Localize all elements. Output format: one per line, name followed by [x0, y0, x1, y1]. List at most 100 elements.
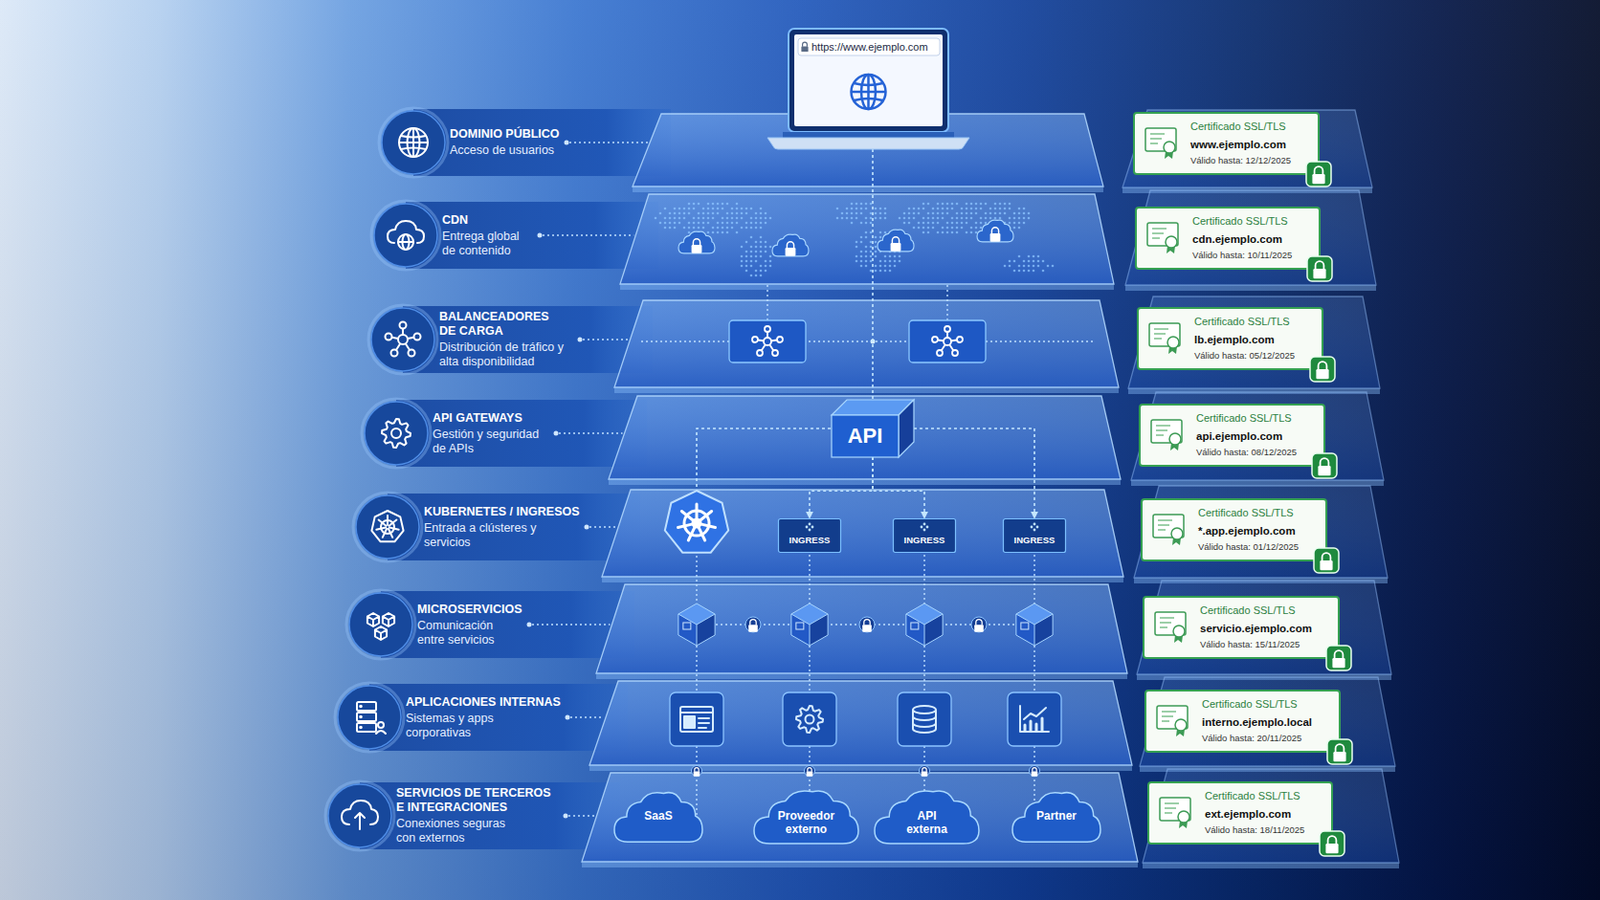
lock-icon [806, 768, 814, 778]
world-map-dots [764, 222, 768, 225]
world-map-dots [755, 250, 758, 254]
world-map-dots [668, 217, 672, 221]
world-map-dots [678, 222, 682, 225]
world-map-dots [850, 207, 854, 211]
certificate-card-shape [1313, 548, 1339, 574]
world-map-dots [692, 217, 696, 221]
label-ribbon [380, 591, 635, 659]
world-map-dots [1018, 217, 1022, 221]
service-line [1033, 645, 1035, 693]
world-map-dots [927, 202, 931, 206]
layer-label-shape [385, 322, 422, 357]
certificate-card-shape [1155, 612, 1186, 644]
layer-label-shape [334, 683, 404, 753]
world-map-dots [664, 226, 667, 230]
world-map-dots [879, 265, 883, 268]
world-map-dots [1018, 226, 1022, 230]
leader-dot [564, 140, 570, 146]
world-map-dots [755, 245, 758, 249]
world-map-dots [716, 222, 720, 225]
world-map-dots [711, 226, 715, 230]
world-map-dots [745, 226, 749, 230]
world-map-dots [1018, 255, 1022, 259]
world-map-dots [1008, 207, 1012, 211]
world-map-dots [759, 236, 763, 240]
layer-label-shape [391, 428, 401, 439]
lock-icon [990, 227, 1001, 243]
world-map-dots [955, 202, 959, 206]
kubernetes-helm [665, 490, 729, 554]
world-map-dots [1042, 260, 1045, 264]
world-map-dots [965, 217, 969, 221]
world-map-dots [860, 222, 864, 225]
world-map-dots [927, 226, 931, 230]
world-map-dots [941, 202, 945, 206]
lock-icon [921, 771, 929, 777]
external-cloud: API externa [874, 786, 979, 846]
lock-icon [1318, 361, 1328, 370]
world-map-dots [740, 255, 744, 259]
world-map-dots [740, 212, 744, 216]
world-map-dots [865, 231, 868, 235]
world-map-dots [740, 245, 744, 249]
cdn-node [772, 234, 809, 257]
world-map-dots [1022, 222, 1026, 225]
layer-platform [581, 773, 1138, 863]
world-map-dots [865, 265, 868, 268]
layer-label-shape [381, 419, 411, 448]
microservice-cube [683, 622, 691, 630]
load-balancer-box [944, 326, 951, 333]
world-map-dots [659, 212, 663, 216]
world-map-dots [965, 222, 969, 225]
world-map-dots [922, 226, 926, 230]
leader-line [542, 234, 634, 236]
lock-icon [1312, 261, 1326, 279]
connector [809, 457, 873, 519]
kubernetes-helm [665, 490, 729, 554]
world-map-dots [888, 255, 892, 259]
domain-name: interno.ejemplo.local [1201, 715, 1314, 731]
cloud-label: Proveedor externo [776, 809, 838, 837]
world-map-dots [865, 236, 868, 240]
layer-illustrations [641, 202, 1096, 820]
world-map-dots [874, 245, 878, 249]
world-map-dots [726, 212, 730, 216]
service-line [808, 545, 810, 604]
world-map-dots [893, 265, 897, 268]
world-map-dots [1003, 202, 1007, 206]
layer-label-shape [346, 590, 416, 660]
world-map-dots [1018, 269, 1022, 273]
certificate-card-shape [1169, 433, 1181, 445]
secure-link-lock [691, 766, 703, 778]
world-map-dots [970, 212, 974, 216]
secure-link-lock [1029, 766, 1041, 778]
world-map-dots [860, 236, 864, 240]
layer-label: BALANCEADORES DE CARGADistribución de tr… [371, 308, 575, 372]
service-line [695, 746, 697, 820]
world-map-dots [1003, 212, 1007, 216]
world-map-dots [965, 231, 969, 235]
layer-label-shape [364, 401, 428, 466]
world-map-dots [994, 212, 998, 216]
world-map-dots [1037, 260, 1041, 264]
lock-icon [1322, 553, 1332, 561]
world-map-dots [711, 217, 715, 221]
ingress-box-shape [920, 526, 924, 530]
internal-app-tile [669, 692, 724, 747]
world-map-dots [740, 226, 744, 230]
label-ribbon [405, 201, 659, 269]
layer-label-shape [377, 722, 384, 729]
microservice-cube [1016, 603, 1053, 646]
world-map-dots [755, 217, 758, 221]
laptop-screen-shape [767, 137, 970, 150]
world-map-dots [855, 245, 859, 249]
certificate-card: Certificado SSL/TLScdn.ejemplo.comVálido… [1134, 206, 1321, 270]
world-map-dots [984, 202, 988, 206]
world-map-dots [960, 226, 964, 230]
world-map-dots [769, 245, 773, 249]
lock-icon [1333, 744, 1346, 762]
kubernetes-helm [678, 524, 694, 529]
layer-platform-edge [589, 765, 1133, 772]
world-map-dots [841, 212, 845, 216]
internal-app-tile [912, 706, 936, 734]
